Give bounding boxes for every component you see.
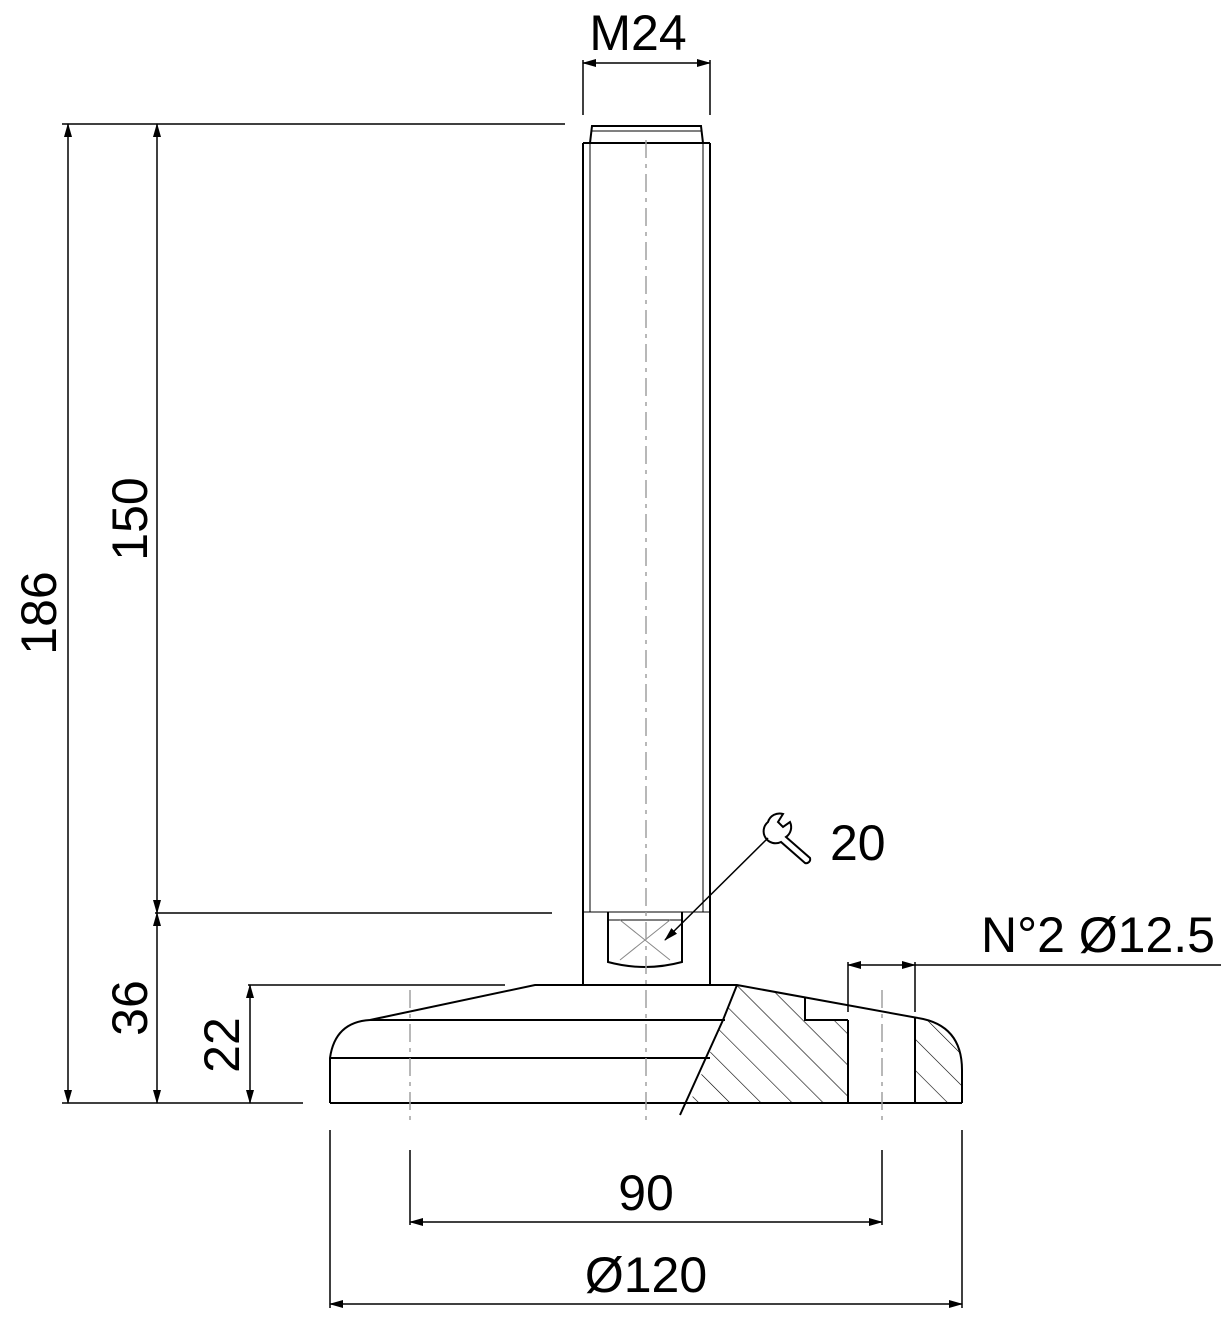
- part-outline: [329, 125, 963, 1116]
- base-height-label: 36: [102, 980, 158, 1036]
- dimension-lines: [62, 59, 1221, 1308]
- hex-socket: [607, 912, 683, 968]
- hole-spacing-label: 90: [618, 1165, 674, 1221]
- section-cut: [679, 984, 962, 1116]
- holes-label: N°2 Ø12.5: [981, 907, 1215, 963]
- base-diameter-label: Ø120: [585, 1247, 707, 1303]
- total-height-label: 186: [11, 571, 67, 654]
- wrench-size-label: 20: [830, 815, 886, 871]
- threaded-stem: [582, 125, 711, 985]
- disc-height-label: 22: [194, 1017, 250, 1073]
- wrench-icon: [762, 812, 812, 865]
- centerlines: [409, 140, 883, 1125]
- stem-height-label: 150: [102, 477, 158, 560]
- thread-size-label: M24: [589, 5, 686, 61]
